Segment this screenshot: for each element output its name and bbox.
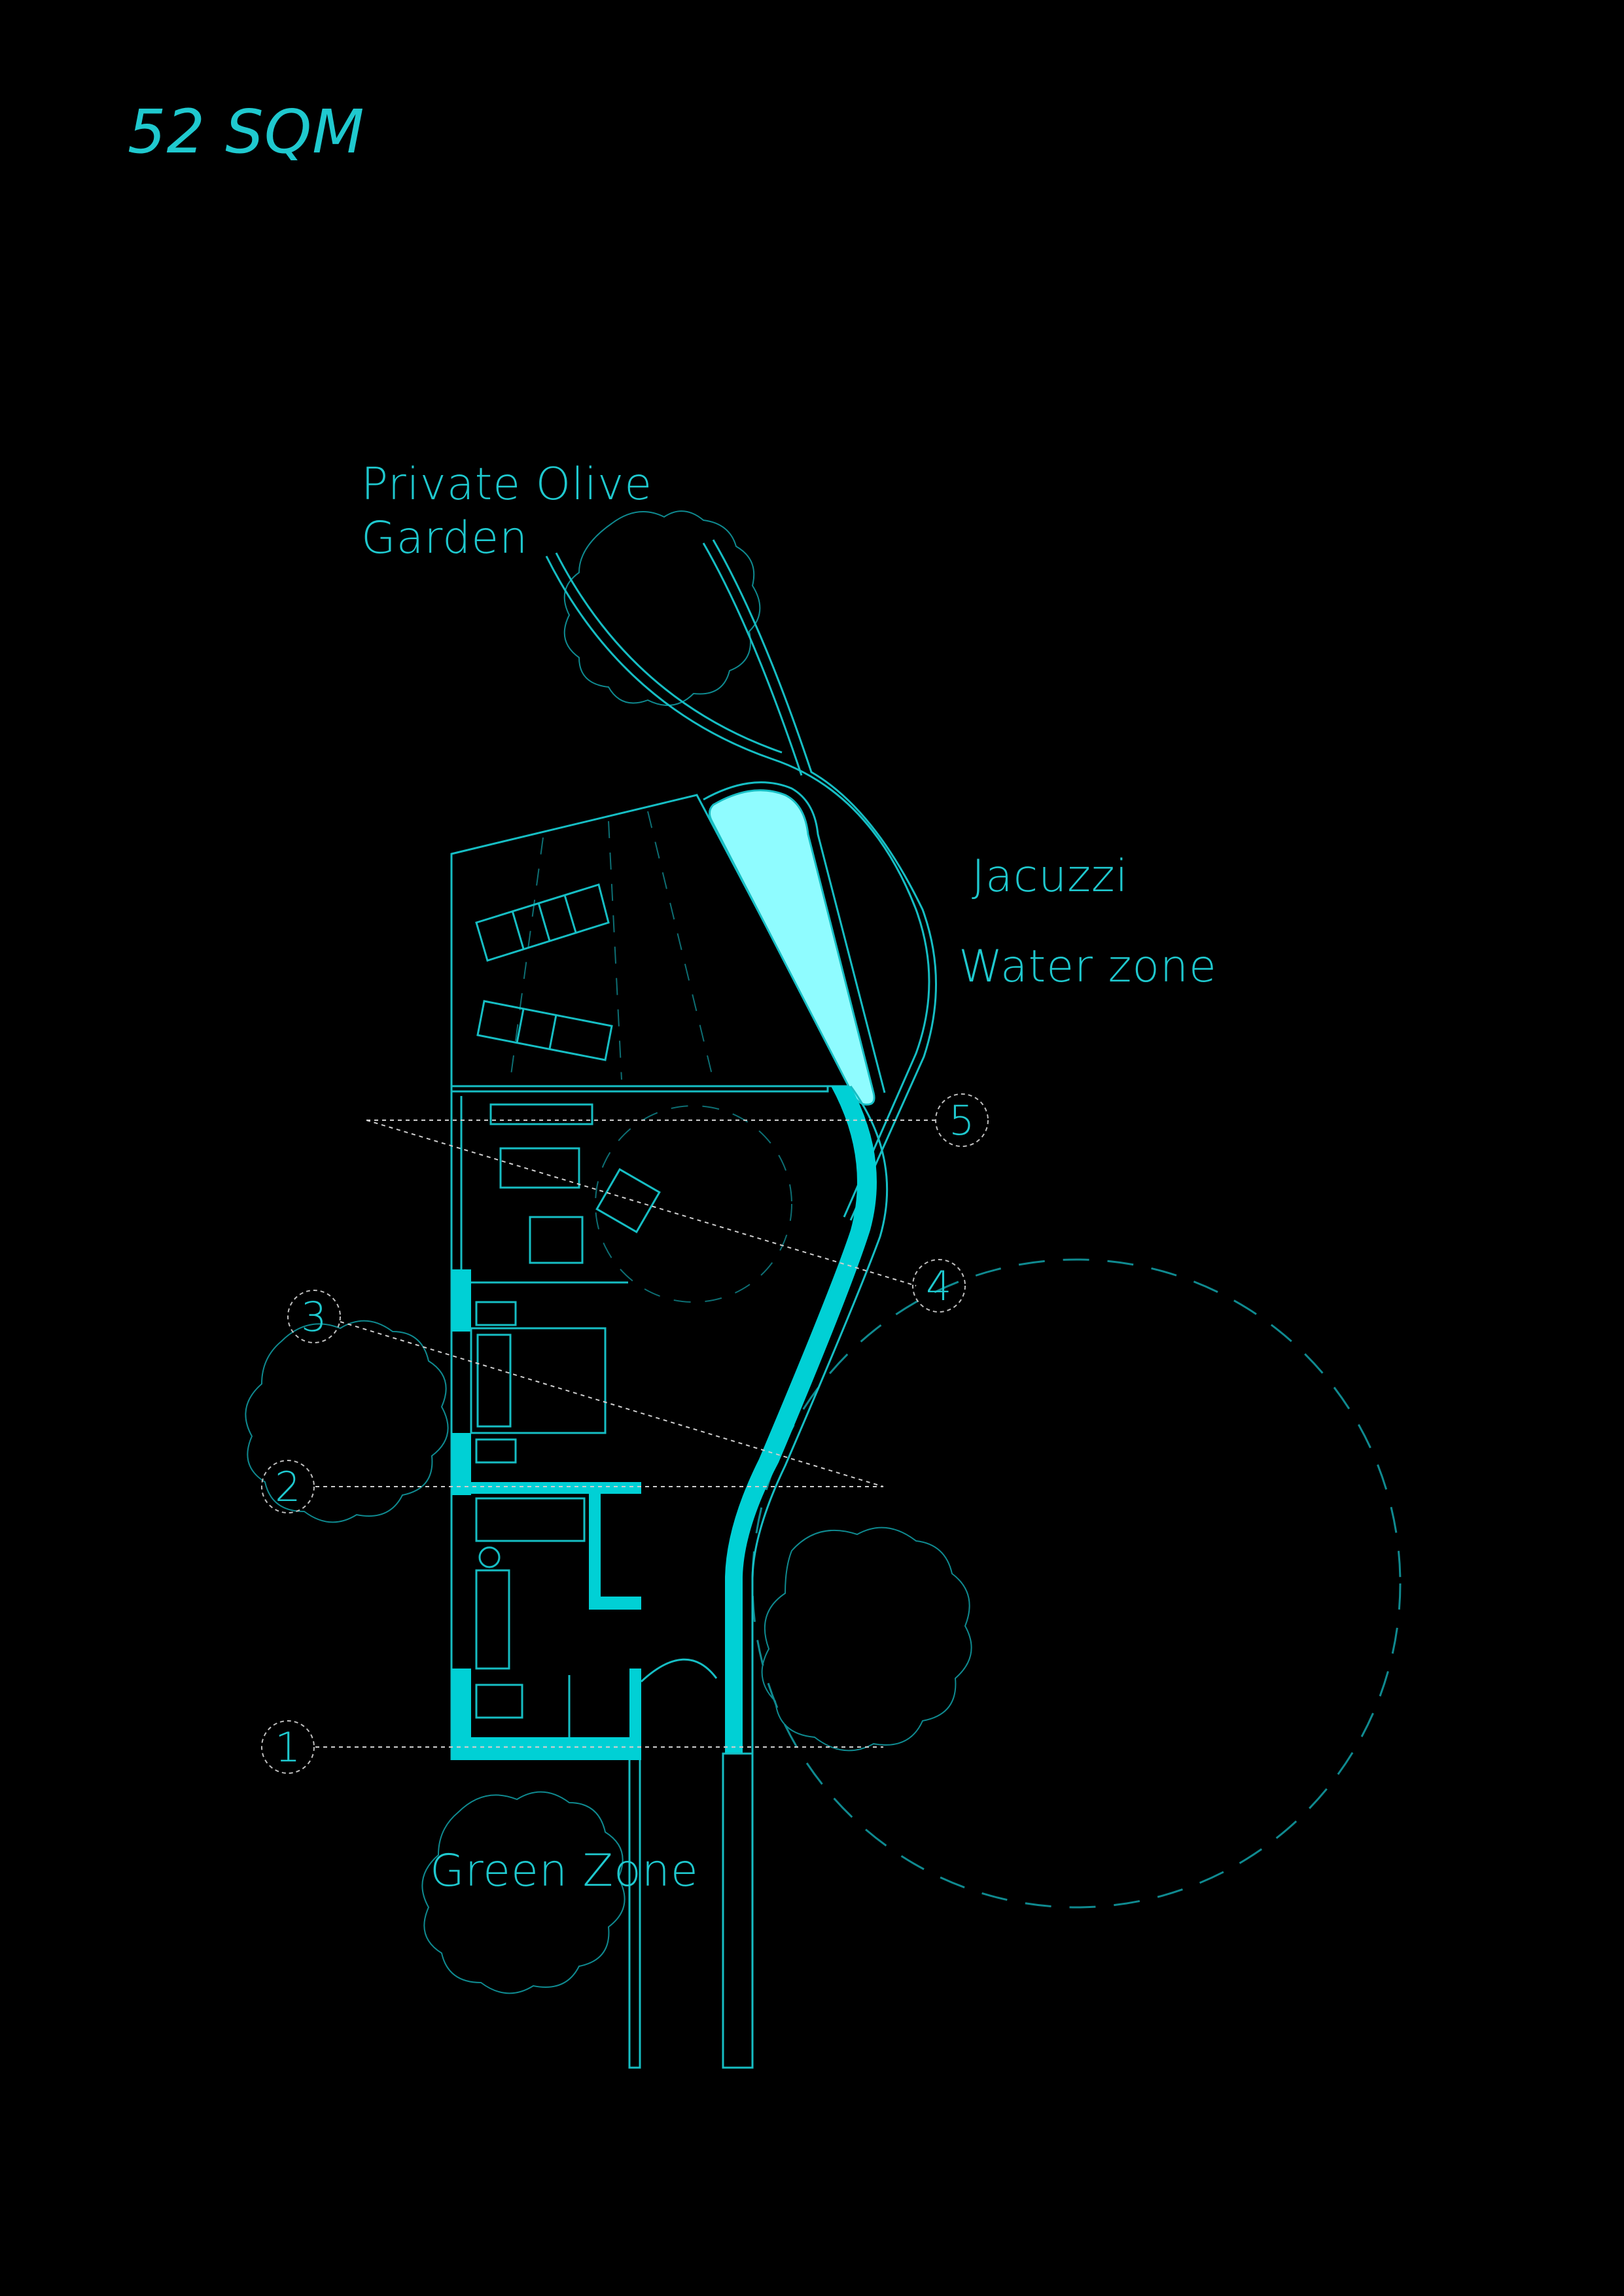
olive-garden-label: Private Olive Garden [361,458,652,565]
curved-wall [725,1086,877,1754]
olive-garden-label-line2: Garden [361,512,529,564]
section-lines [315,1120,936,1748]
jacuzzi-pool [709,789,875,1106]
bed [470,1301,607,1464]
living-furniture [471,1103,792,1303]
dashed-zone-circle [751,1258,1402,1909]
tree-right [761,1527,972,1752]
bathroom-fixtures [475,1497,586,1737]
svg-text:4: 4 [926,1262,951,1310]
area-label: 52 SQM [128,97,365,167]
svg-text:5: 5 [949,1097,974,1144]
section-marker-2[interactable]: 2 [261,1460,315,1513]
house-walls [450,1085,829,1760]
svg-text:3: 3 [301,1293,327,1341]
svg-text:1: 1 [275,1723,300,1771]
jacuzzi-rim [703,781,886,1093]
entry-corridor [628,1752,754,2069]
sun-lounger-2 [476,1000,613,1061]
olive-tree-top [563,510,761,706]
curved-wall-outline [751,1086,889,1754]
olive-garden-label-line1: Private Olive [361,459,653,510]
jacuzzi-label: Jacuzzi [972,851,1129,902]
garden-path [545,539,937,1221]
green-zone-label: Green Zone [430,1845,699,1897]
sun-lounger-1 [475,883,610,962]
section-marker-3[interactable]: 3 [287,1290,341,1343]
water-zone-label: Water zone [959,941,1217,993]
tree-bottom [421,1791,626,1994]
section-marker-4[interactable]: 4 [912,1259,966,1313]
svg-text:2: 2 [275,1463,300,1511]
entry-door-swing [640,1658,718,1683]
section-marker-5[interactable]: 5 [935,1093,989,1147]
section-marker-1[interactable]: 1 [261,1720,315,1774]
tree-left [245,1320,449,1523]
